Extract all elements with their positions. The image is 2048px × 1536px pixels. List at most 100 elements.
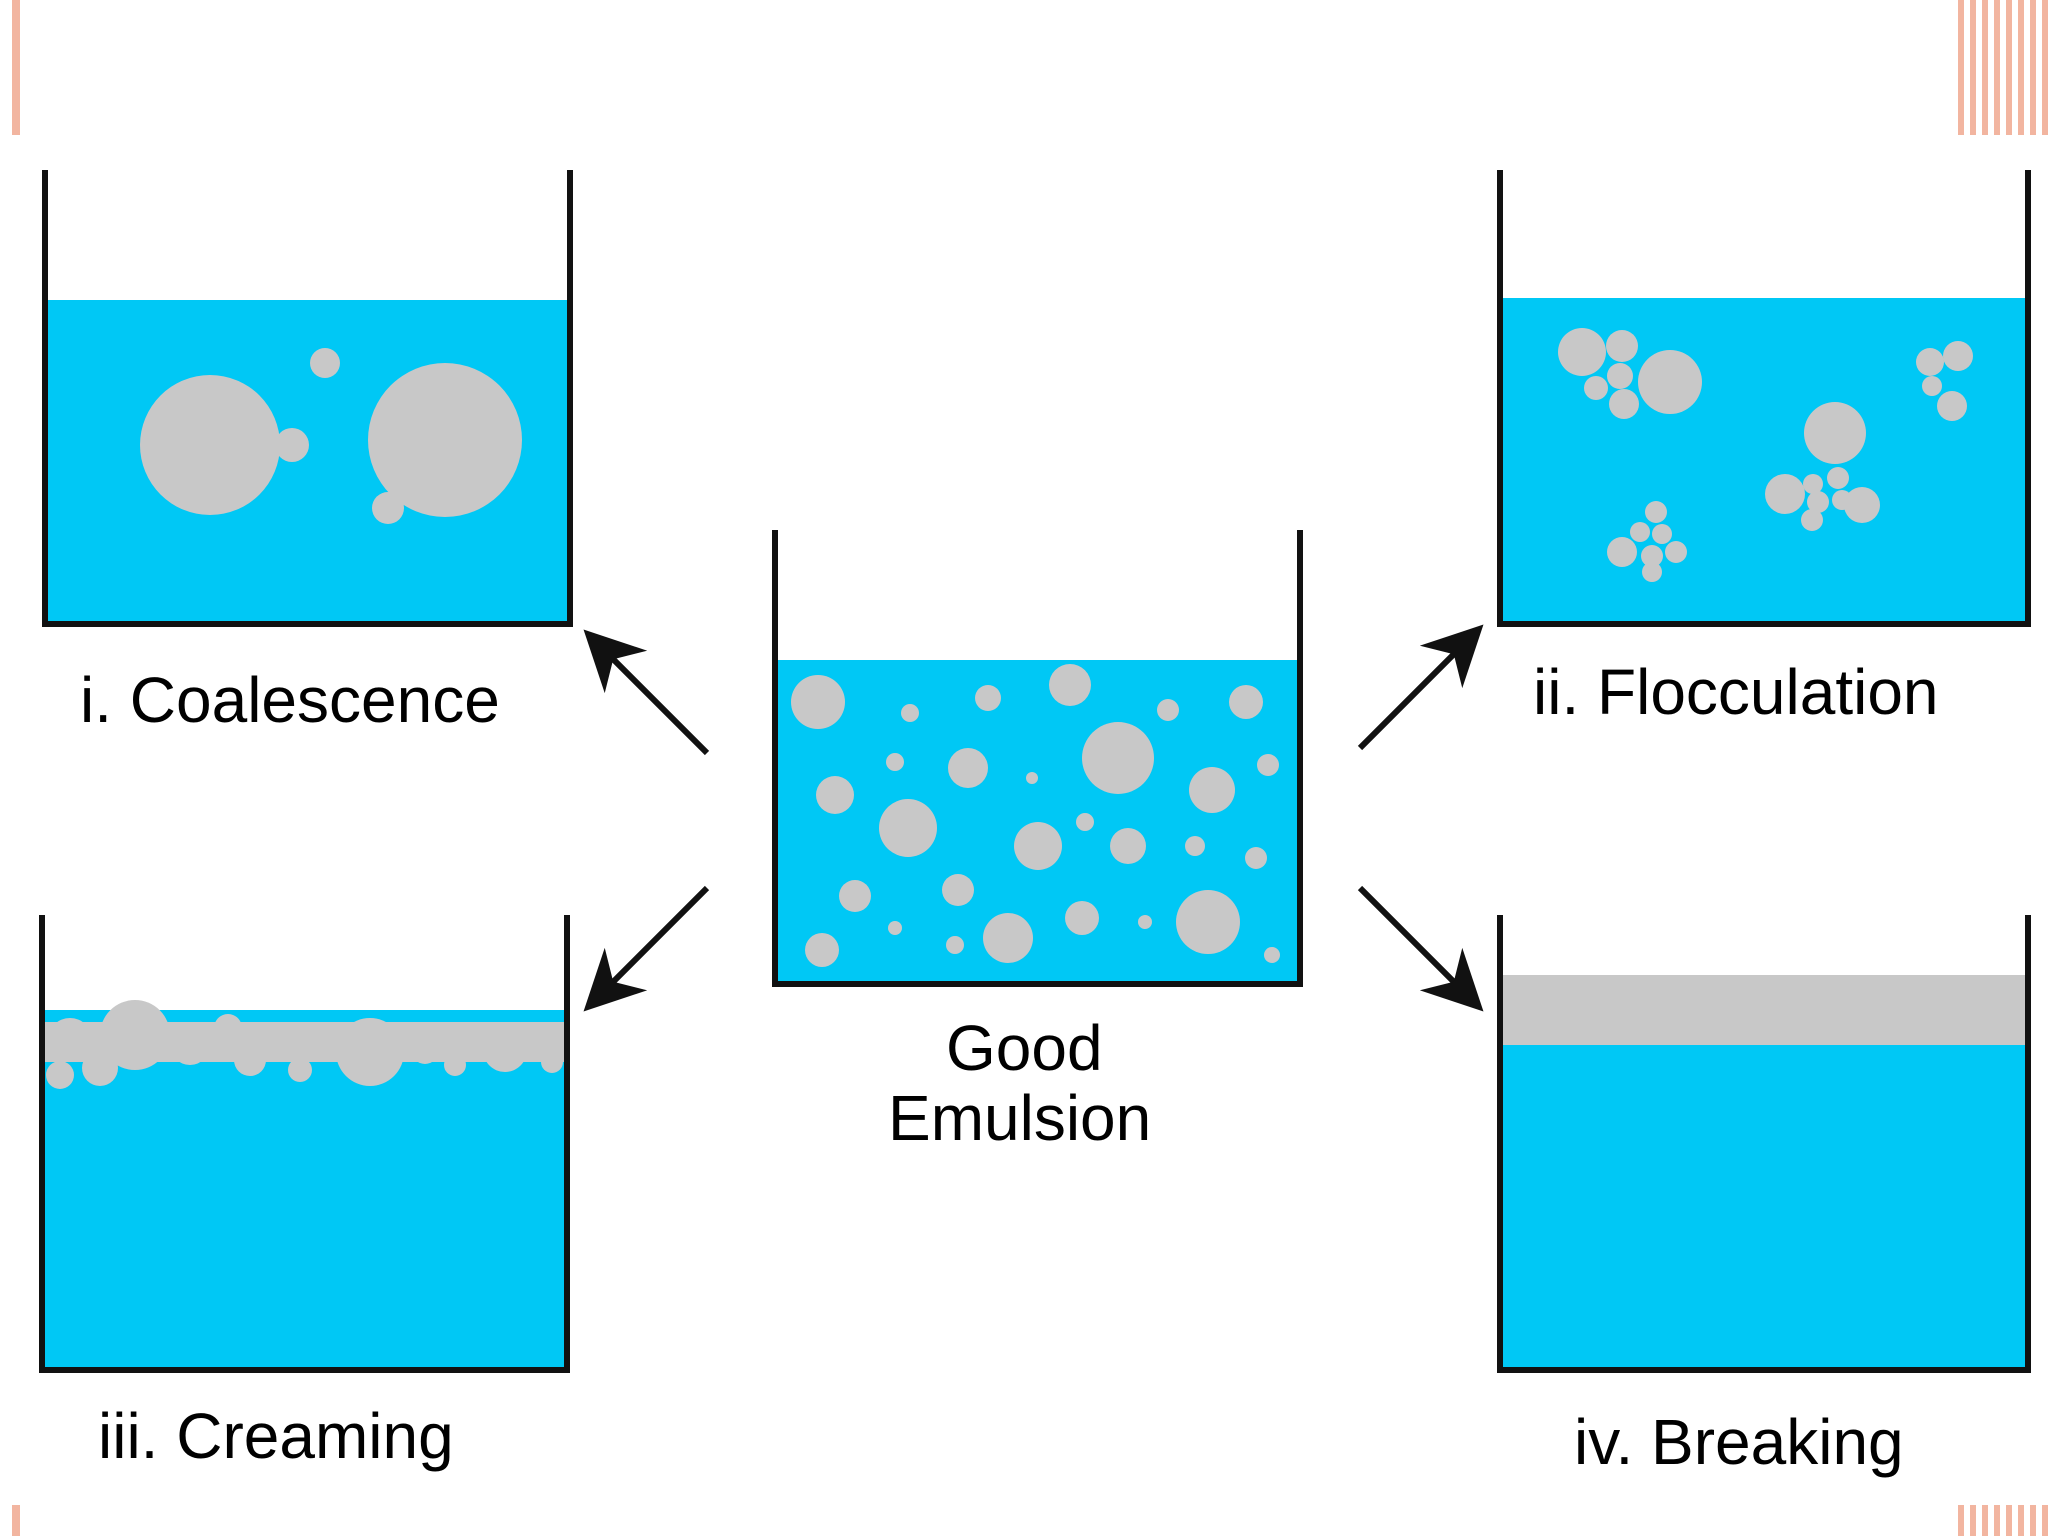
oil-layer-breaking xyxy=(1500,975,2028,1045)
droplets-creaming xyxy=(42,1000,567,1089)
beaker-outline-creaming xyxy=(39,915,570,1373)
droplet xyxy=(1665,541,1687,563)
droplet xyxy=(888,921,902,935)
slide-accent-right-bottom xyxy=(1958,1505,2048,1536)
droplet xyxy=(975,685,1001,711)
label-breaking: iv. Breaking xyxy=(1574,1406,1904,1478)
droplet xyxy=(983,913,1033,963)
droplet xyxy=(541,1051,563,1073)
arrow-to-breaking xyxy=(1357,885,1484,1012)
slide-accent-left xyxy=(12,0,20,135)
droplet xyxy=(1082,722,1154,794)
droplet xyxy=(1922,376,1942,396)
droplet xyxy=(1185,836,1205,856)
droplet xyxy=(1189,767,1235,813)
droplet xyxy=(310,348,340,378)
droplet xyxy=(1157,699,1179,721)
container-coalescence xyxy=(42,170,573,627)
droplet xyxy=(520,1023,550,1053)
droplet xyxy=(48,1018,92,1062)
droplet xyxy=(170,1025,210,1065)
droplet xyxy=(839,880,871,912)
droplet xyxy=(1801,509,1823,531)
label-good-emulsion-line2: Emulsion xyxy=(888,1082,1152,1154)
droplet xyxy=(1138,915,1152,929)
beaker-outline-flocculation xyxy=(1497,170,2031,627)
droplet xyxy=(1638,350,1702,414)
droplets-flocculation xyxy=(1558,328,1973,582)
droplet xyxy=(1641,545,1663,567)
droplet xyxy=(1937,391,1967,421)
droplet xyxy=(411,1036,439,1064)
droplet xyxy=(275,428,309,462)
droplet xyxy=(1176,890,1240,954)
container-good-emulsion xyxy=(772,530,1303,987)
droplet xyxy=(336,1018,404,1086)
label-good-emulsion-line1: Good xyxy=(946,1012,1103,1084)
droplet xyxy=(1607,363,1633,389)
droplet xyxy=(46,1061,74,1089)
droplet xyxy=(816,776,854,814)
droplet xyxy=(1026,772,1038,784)
container-flocculation xyxy=(1497,170,2031,627)
container-creaming xyxy=(39,915,570,1373)
droplet xyxy=(483,1028,527,1072)
container-breaking xyxy=(1497,915,2031,1373)
slide-accent-left-bottom xyxy=(12,1505,20,1536)
droplet xyxy=(1076,813,1094,831)
beaker-outline-good-emulsion xyxy=(772,530,1303,987)
droplet xyxy=(886,753,904,771)
beaker-outline-coalescence xyxy=(42,170,573,627)
droplet xyxy=(462,1029,488,1055)
droplet xyxy=(948,748,988,788)
droplet xyxy=(1229,685,1263,719)
arrow-to-flocculation xyxy=(1357,624,1484,751)
droplet xyxy=(1609,389,1639,419)
droplet xyxy=(942,874,974,906)
droplet xyxy=(100,1000,170,1070)
droplet xyxy=(1642,562,1662,582)
droplet xyxy=(946,936,964,954)
slide-accent-right-top xyxy=(1958,0,2048,135)
droplet xyxy=(1110,828,1146,864)
droplet xyxy=(268,1026,296,1054)
droplet xyxy=(1245,847,1267,869)
droplets-coalescence xyxy=(140,348,522,524)
droplet xyxy=(140,375,280,515)
label-flocculation: ii. Flocculation xyxy=(1533,656,1939,728)
droplet xyxy=(214,1014,242,1042)
droplets-good-emulsion xyxy=(791,664,1280,967)
droplet xyxy=(1803,474,1823,494)
arrow-to-creaming xyxy=(583,885,710,1012)
droplet xyxy=(1916,348,1944,376)
droplet xyxy=(1257,754,1279,776)
droplet xyxy=(1049,664,1091,706)
droplet xyxy=(372,492,404,524)
droplet xyxy=(444,1054,466,1076)
water-breaking xyxy=(1500,1045,2028,1368)
droplet xyxy=(288,1058,312,1082)
droplet xyxy=(1264,947,1280,963)
label-coalescence: i. Coalescence xyxy=(80,664,500,736)
droplet xyxy=(308,1038,328,1058)
droplet xyxy=(1606,330,1638,362)
beaker-outline-breaking xyxy=(1497,915,2031,1373)
droplet xyxy=(879,799,937,857)
droplet xyxy=(1804,402,1866,464)
droplet xyxy=(234,1044,266,1076)
droplet xyxy=(1014,822,1062,870)
droplet xyxy=(805,933,839,967)
droplet xyxy=(1645,501,1667,523)
droplet xyxy=(1807,491,1829,513)
arrows xyxy=(583,624,1484,1012)
droplet xyxy=(791,675,845,729)
droplet xyxy=(1765,474,1805,514)
droplet xyxy=(82,1050,118,1086)
droplet xyxy=(1630,522,1650,542)
droplet xyxy=(1827,467,1849,489)
droplet xyxy=(1065,901,1099,935)
droplet xyxy=(901,704,919,722)
droplet xyxy=(368,363,522,517)
droplet xyxy=(1652,524,1672,544)
